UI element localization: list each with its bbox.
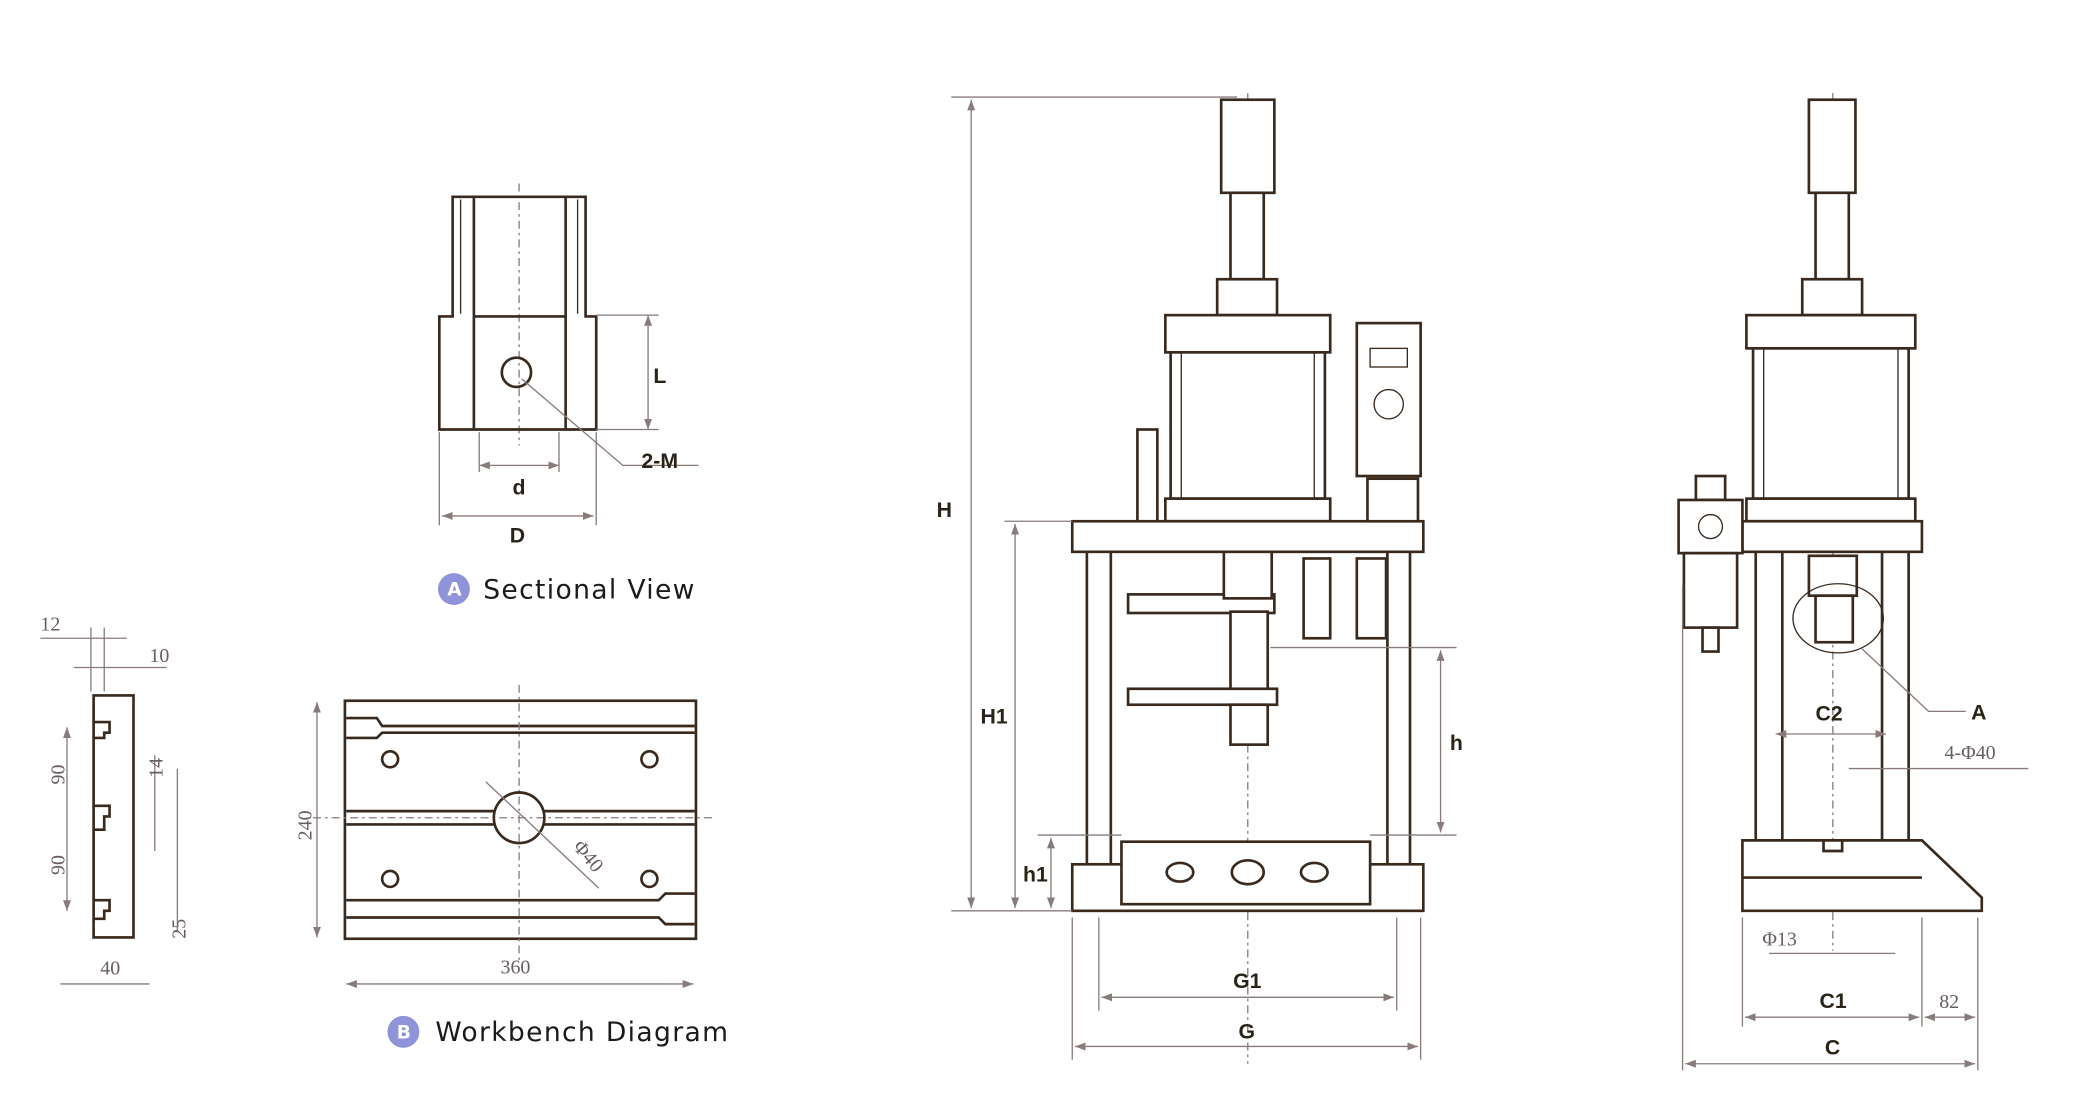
press-side-view: A C2 4-Φ40 Φ13 C1 82 C — [1677, 93, 2029, 1071]
dim-h: h — [1450, 731, 1463, 755]
dim-H1: H1 — [981, 704, 1008, 728]
dim-D: D — [510, 524, 525, 548]
thread-label: 2-M — [641, 449, 678, 473]
dim-columns-4-phi40: 4-Φ40 — [1945, 742, 1996, 764]
dim-phi13: Φ13 — [1762, 928, 1797, 950]
dim-14: 14 — [146, 758, 168, 778]
dim-h1: h1 — [1023, 863, 1048, 887]
dim-240: 240 — [295, 810, 317, 840]
workbench-top-view: Φ40 240 360 B Workbench Diagram — [295, 684, 729, 1048]
dim-C2: C2 — [1816, 702, 1843, 726]
dim-360: 360 — [500, 956, 530, 978]
sectional-view-caption: Sectional View — [483, 574, 696, 605]
dim-90-upper: 90 — [47, 765, 69, 785]
dim-C1: C1 — [1820, 989, 1847, 1013]
dim-25: 25 — [168, 919, 190, 939]
press-front-view: H H1 h1 h G1 G — [937, 93, 1463, 1064]
workbench-side-profile: 12 10 90 90 14 25 40 — [40, 613, 190, 985]
thread-hole — [500, 356, 533, 389]
dim-H: H — [937, 498, 952, 522]
badge-a — [437, 573, 470, 606]
badge-b — [387, 1015, 420, 1048]
dim-12: 12 — [40, 613, 60, 635]
sectional-view: L d D 2-M A Sectional View — [437, 183, 699, 606]
dim-90-lower: 90 — [47, 855, 69, 875]
dim-10: 10 — [149, 645, 169, 667]
dim-hole-phi40: Φ40 — [568, 836, 607, 877]
dim-G1: G1 — [1233, 969, 1262, 993]
dim-40: 40 — [100, 958, 120, 980]
dim-L: L — [653, 364, 666, 388]
badge-a-letter: A — [447, 580, 462, 601]
badge-b-letter: B — [397, 1022, 411, 1043]
dim-82: 82 — [1939, 991, 1959, 1013]
detail-A-label: A — [1971, 700, 1986, 724]
center-hole — [492, 791, 546, 845]
dim-d: d — [512, 476, 525, 500]
dim-C: C — [1825, 1035, 1840, 1059]
dim-G: G — [1238, 1019, 1255, 1043]
workbench-caption: Workbench Diagram — [435, 1017, 729, 1048]
